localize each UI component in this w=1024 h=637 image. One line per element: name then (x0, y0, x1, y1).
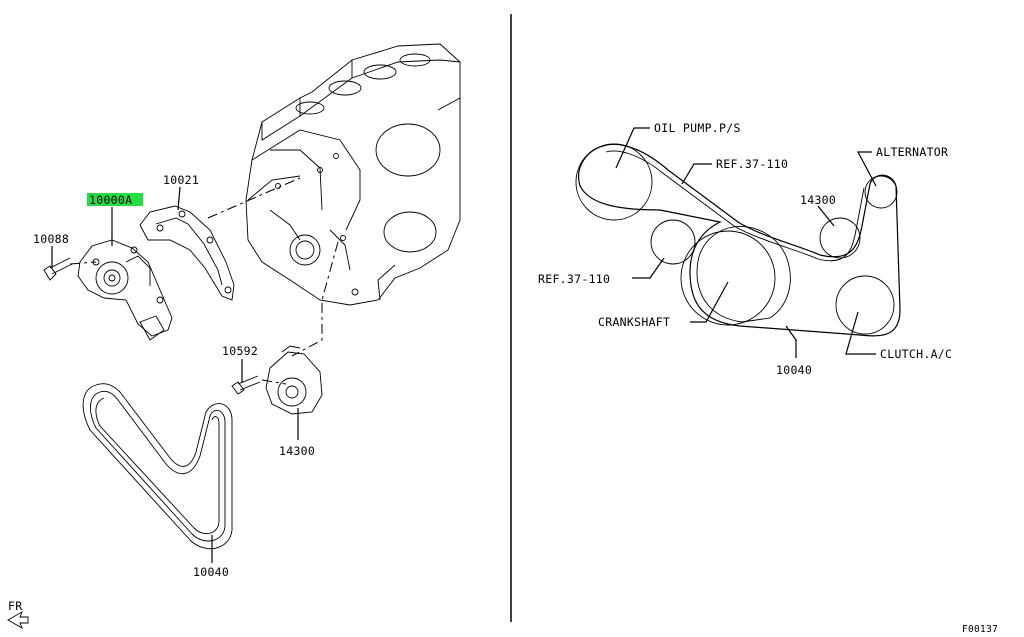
leader-tensioner-right (817, 205, 835, 227)
gasket-part (139, 205, 235, 301)
label-ref-left[interactable]: REF.37-110 (538, 272, 610, 286)
leader-oil-pump (615, 127, 650, 169)
leader-gasket-block (207, 177, 301, 219)
leader-bolt-pump (69, 261, 97, 265)
crankshaft-belt-wrap (696, 226, 791, 323)
leader-ref-left (632, 257, 665, 279)
label-belt[interactable]: 10040 (193, 565, 229, 579)
front-indicator-label: FR (8, 599, 22, 613)
label-tensioner-right[interactable]: 14300 (800, 193, 836, 207)
tensioner-bolt-part (231, 375, 261, 395)
leader-10021 (177, 186, 181, 211)
label-clutch[interactable]: CLUTCH.A/C (880, 347, 952, 361)
alternator-pulley (864, 175, 898, 209)
label-crankshaft[interactable]: CRANKSHAFT (598, 315, 670, 329)
belt-routing-path (578, 143, 901, 337)
figure-code: F00137 (962, 624, 998, 635)
label-bolt[interactable]: 10088 (33, 232, 69, 246)
leader-crankshaft (690, 281, 729, 323)
tensioner-part (265, 345, 323, 415)
idler-pulley (650, 219, 696, 265)
label-gasket[interactable]: 10021 (163, 173, 199, 187)
leader-clutch (845, 311, 876, 355)
engine-block-drawing (245, 43, 461, 306)
leader-tensioner-block (291, 241, 339, 357)
label-alternator[interactable]: ALTERNATOR (876, 145, 948, 159)
ac-clutch-pulley (835, 275, 895, 335)
belt-part (82, 383, 233, 550)
belt-routing-diagram (575, 143, 901, 337)
label-tensioner[interactable]: 14300 (279, 444, 315, 458)
label-ref-top[interactable]: REF.37-110 (716, 157, 788, 171)
label-belt-right[interactable]: 10040 (776, 363, 812, 377)
leader-alternator (857, 151, 877, 187)
label-water-pump[interactable]: 10000A (89, 193, 132, 207)
leader-bolt-tensioner (261, 379, 287, 385)
highlight-10000a (87, 193, 143, 206)
front-arrow-icon (7, 610, 29, 630)
bolt-part (43, 257, 73, 281)
crankshaft-pulley (680, 230, 776, 326)
tensioner-pulley (819, 217, 861, 259)
leader-belt-right (785, 325, 797, 358)
label-oil-pump[interactable]: OIL PUMP.P/S (654, 121, 741, 135)
leader-ref-top (681, 163, 712, 185)
label-tensioner-bolt[interactable]: 10592 (222, 344, 258, 358)
water-pump-part (77, 239, 173, 341)
